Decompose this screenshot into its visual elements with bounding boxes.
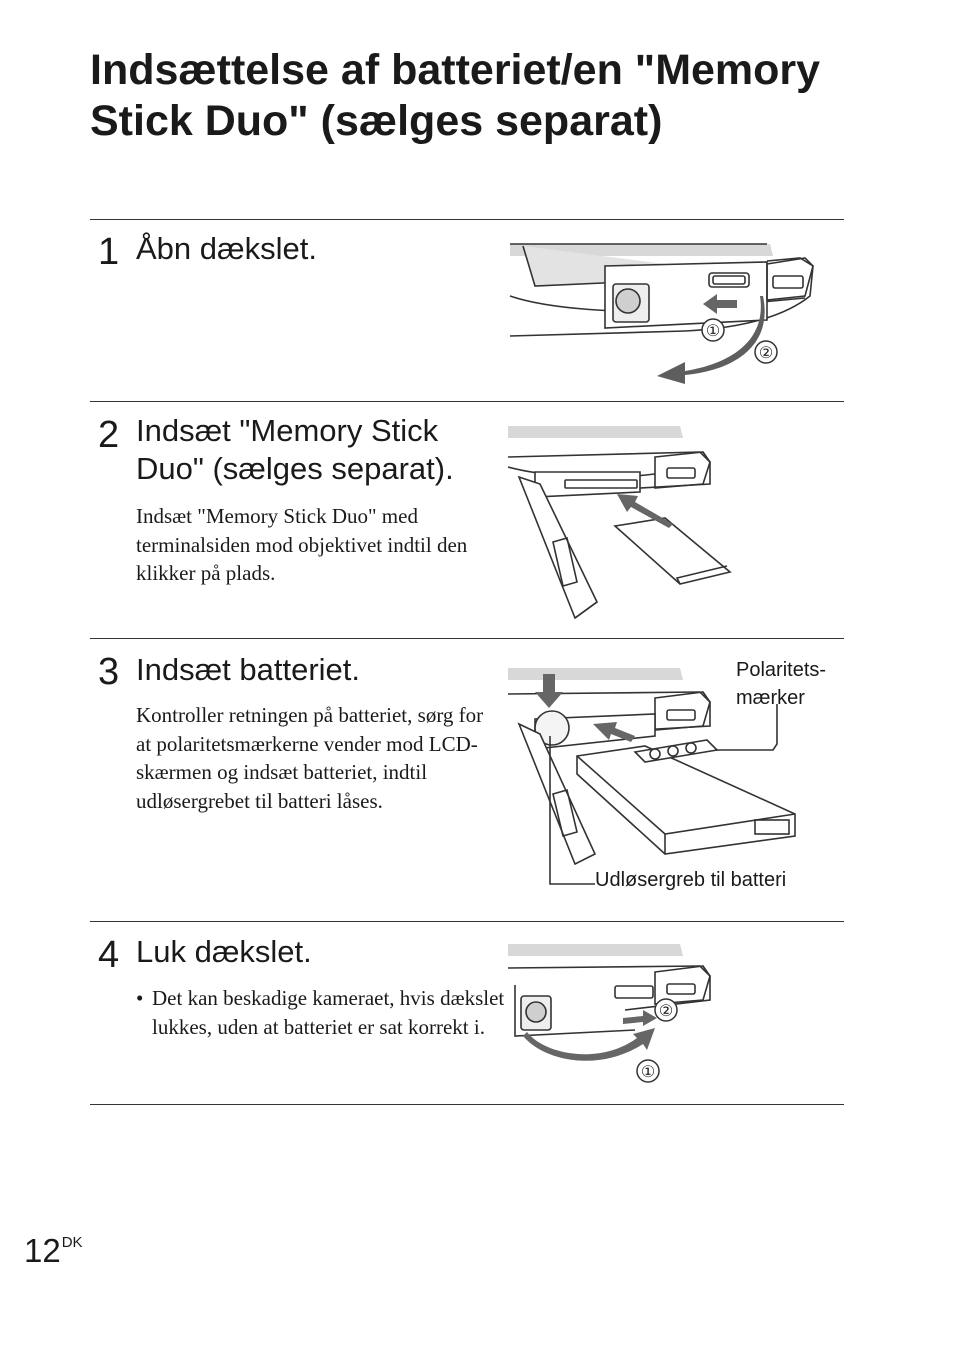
page-number: 12DK bbox=[24, 1232, 83, 1270]
close-cover-illustration: ② ① bbox=[507, 944, 711, 1083]
divider bbox=[90, 1104, 844, 1105]
step-heading: Indsæt batteriet. bbox=[136, 652, 361, 687]
step-number: 1 bbox=[98, 231, 120, 273]
marker-1: ① bbox=[641, 1064, 655, 1081]
step-heading: Luk dækslet. bbox=[136, 934, 312, 969]
battery-release-lever-label: Udløsergreb til batteri bbox=[595, 869, 787, 891]
divider bbox=[90, 401, 844, 402]
marker-2: ② bbox=[659, 1003, 673, 1020]
step-number: 4 bbox=[98, 934, 120, 976]
polarity-marks-label: Polaritets- mærker bbox=[736, 659, 827, 709]
step-body: Kontroller retningen på batteriet, sørg … bbox=[136, 703, 484, 814]
step-heading: Åbn dækslet. bbox=[136, 231, 317, 266]
page-title: Indsættelse af batteriet/en "Memory Stic… bbox=[90, 46, 821, 145]
step-heading: Indsæt "Memory Stick Duo" (sælges separa… bbox=[136, 413, 454, 486]
marker-1: ① bbox=[706, 323, 720, 340]
page-language-code: DK bbox=[61, 1234, 83, 1251]
divider bbox=[90, 638, 844, 639]
insert-memory-stick-illustration bbox=[507, 426, 732, 620]
warning-bullet: • Det kan beskadige kameraet, hvis dæksl… bbox=[136, 986, 505, 1039]
marker-2: ② bbox=[759, 345, 773, 362]
open-cover-illustration: ① ② bbox=[509, 243, 814, 384]
page-number-value: 12 bbox=[24, 1232, 61, 1269]
step-number: 3 bbox=[98, 651, 120, 693]
divider bbox=[90, 219, 844, 220]
bullet-text: Det kan beskadige kameraet, hvis dækslet… bbox=[152, 986, 505, 1039]
step-number: 2 bbox=[98, 414, 120, 456]
insert-battery-illustration bbox=[507, 668, 796, 885]
step-body: Indsæt "Memory Stick Duo" med terminalsi… bbox=[136, 504, 468, 586]
divider bbox=[90, 921, 844, 922]
